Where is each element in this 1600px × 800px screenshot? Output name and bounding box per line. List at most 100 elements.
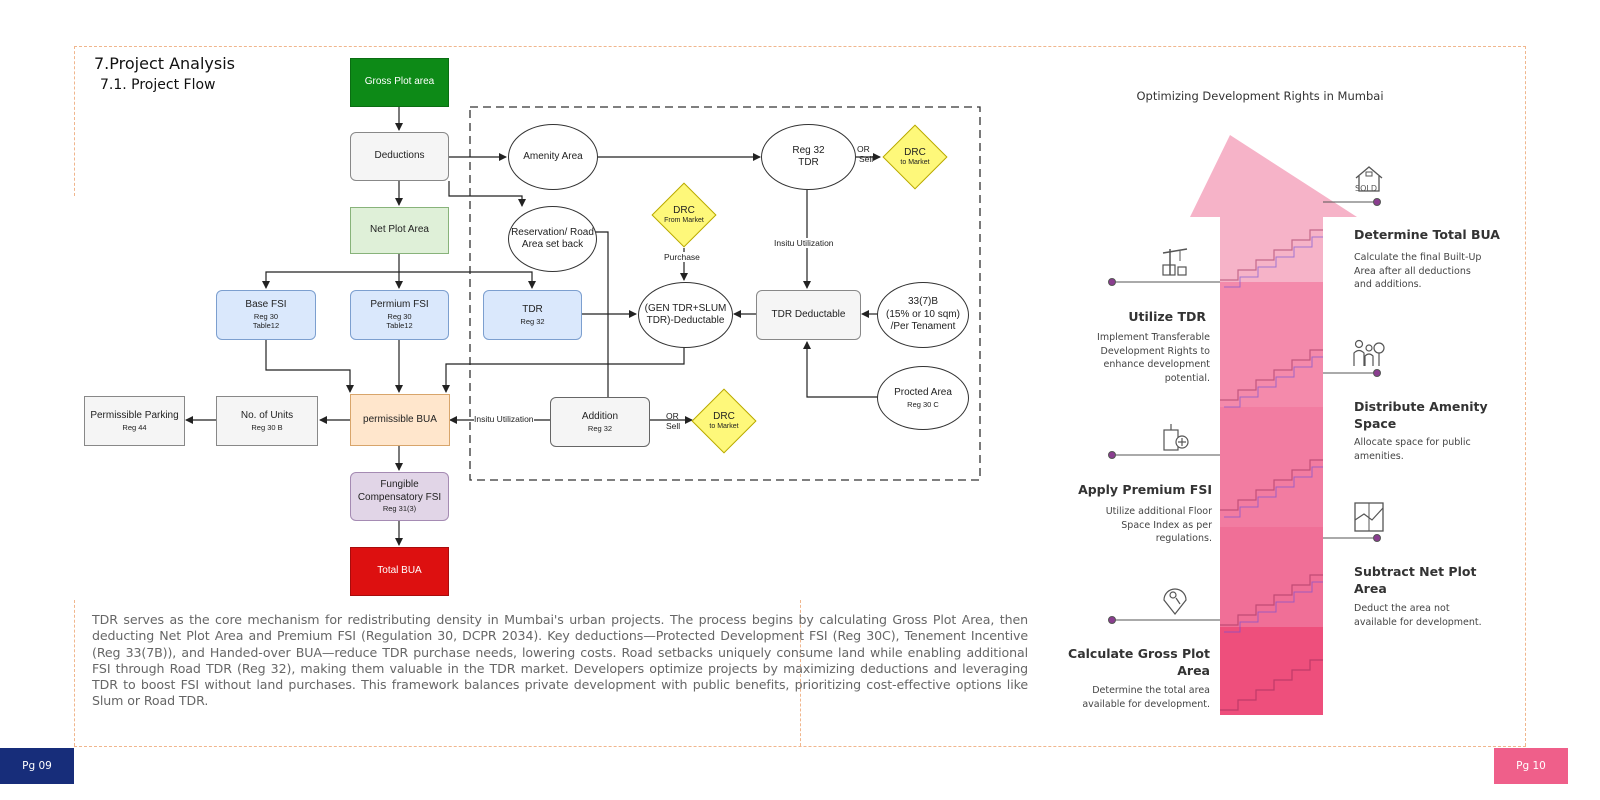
desc-line: potential. [1164, 372, 1210, 384]
tdr-description-paragraph: TDR serves as the core mechanism for red… [92, 612, 1028, 709]
desc-line: regulations. [1155, 533, 1212, 544]
arrow-band-4 [1220, 527, 1323, 627]
node-procted-area: Procted Area Reg 30 C [877, 366, 969, 430]
edge-label-insitu-right: Insitu Utilization [774, 238, 834, 248]
desc-line: and additions. [1354, 279, 1422, 290]
node-fungible-fsi: Fungible Compensatory FSI Reg 31(3) [350, 472, 449, 521]
node-gen-tdr-deductable: (GEN TDR+SLUM TDR)-Deductable [638, 282, 733, 348]
node-no-of-units: No. of Units Reg 30 B [216, 396, 318, 446]
page-border-right [1525, 46, 1526, 746]
step-distribute-amenity-desc: Allocate space for public amenities. [1354, 436, 1471, 463]
node-addition: Addition Reg 32 [550, 397, 650, 447]
node-tdr-title: TDR [522, 304, 543, 316]
node-gross-plot-area-label: Gross Plot area [364, 76, 435, 88]
edge-label-insitu-left: Insitu Utilization [474, 414, 534, 424]
page-border-left [74, 46, 75, 196]
step-determine-total-bua-desc: Calculate the final Built-Up Area after … [1354, 251, 1481, 292]
step-subtract-net-plot-desc: Deduct the area not available for develo… [1354, 602, 1482, 629]
node-permissible-parking: Permissible Parking Reg 44 [84, 396, 185, 446]
node-deductions: Deductions [350, 132, 449, 181]
diamond-text: DRC to Market [882, 124, 948, 190]
drc-from-market-title: DRC [673, 205, 695, 217]
node-no-of-units-reg: Reg 30 B [251, 422, 283, 432]
node-base-fsi-title: Base FSI [245, 299, 287, 311]
staircase-arrow-graphic [1108, 135, 1381, 715]
node-reservation-road: Reservation/ Road Area set back [508, 206, 597, 272]
people-tree-icon [1353, 339, 1385, 366]
desc-line: Development Rights to [1100, 345, 1211, 357]
node-permissible-parking-title: Permissible Parking [90, 410, 179, 422]
step-distribute-amenity-title: Distribute Amenity Space [1354, 398, 1488, 432]
node-drc-to-market-top: DRC to Market [882, 124, 948, 190]
drc-to-market-bottom-sub: to Market [709, 422, 739, 430]
or-label: OR [857, 144, 870, 154]
title-line: Area [1177, 663, 1210, 678]
node-permissible-bua: permissible BUA [350, 394, 450, 446]
arrow-band-3 [1220, 407, 1323, 527]
edge-label-or-sell-top: OR Sell [857, 144, 873, 164]
tdr-group-boundary [469, 106, 981, 481]
desc-line: Space Index as per [1121, 519, 1212, 531]
plot-map-icon [1354, 502, 1384, 532]
node-base-fsi-table: Table12 [252, 321, 280, 331]
building-plus-icon [1163, 424, 1189, 451]
node-premium-fsi: Permium FSI Reg 30 Table12 [350, 290, 449, 340]
node-reservation-line-1: Reservation/ Road [511, 226, 594, 238]
node-base-fsi: Base FSI Reg 30 Table12 [216, 290, 316, 340]
node-tenament-line-3: /Per Tenament [890, 321, 956, 333]
node-total-bua-label: Total BUA [377, 565, 422, 577]
node-addition-reg: Reg 32 [587, 423, 613, 433]
node-reg32-tdr-line-2: TDR [798, 157, 819, 168]
node-fungible-title-2: Compensatory FSI [357, 491, 442, 503]
node-reservation-line-2: Area set back [521, 239, 584, 250]
arrow-band-5 [1220, 627, 1323, 715]
node-tenament: 33(7)B (15% or 10 sqm) /Per Tenament [877, 282, 969, 348]
title-line: Distribute Amenity [1354, 399, 1488, 414]
node-tdr-reg: Reg 32 [520, 316, 545, 326]
edge-label-purchase: Purchase [664, 252, 700, 262]
title-line: Calculate Gross Plot [1068, 646, 1210, 661]
desc-line: Utilize additional Floor [1105, 506, 1212, 517]
node-permissible-bua-label: permissible BUA [363, 413, 437, 425]
node-amenity-area-label: Amenity Area [523, 150, 583, 162]
node-premium-fsi-title: Permium FSI [370, 299, 429, 311]
node-drc-to-market-bottom: DRC to Market [691, 388, 757, 454]
desc-line: Deduct the area not [1354, 603, 1450, 614]
node-reg32-tdr-line-1: Reg 32 [792, 144, 825, 156]
step-calculate-gross-plot-desc: Determine the total area available for d… [1060, 684, 1210, 711]
page-border-top [74, 46, 1526, 47]
node-permissible-parking-reg: Reg 44 [122, 422, 147, 432]
drc-to-market-bottom-title: DRC [713, 411, 735, 423]
node-total-bua: Total BUA [350, 547, 449, 596]
section-subtitle: 7.1. Project Flow [100, 77, 216, 93]
infographic-title: Optimizing Development Rights in Mumbai [1136, 89, 1384, 103]
desc-line: Area after all deductions [1354, 265, 1471, 277]
node-net-plot-area-label: Net Plot Area [370, 224, 429, 236]
desc-line: amenities. [1354, 450, 1404, 462]
drc-to-market-top-title: DRC [904, 147, 926, 159]
page-number-right: Pg 10 [1494, 748, 1568, 784]
node-fungible-reg: Reg 31(3) [382, 504, 417, 514]
node-addition-title: Addition [581, 411, 619, 423]
node-tdr-deductable: TDR Deductable [756, 290, 861, 340]
title-line: Space [1354, 416, 1397, 431]
diamond-text: DRC From Market [651, 182, 717, 248]
desc-line: Determine the total area [1092, 685, 1210, 696]
node-procted-area-reg: Reg 30 C [907, 399, 939, 409]
node-premium-fsi-table: Table12 [386, 321, 413, 331]
drc-from-market-sub: From Market [664, 216, 704, 224]
node-tdr: TDR Reg 32 [483, 290, 582, 340]
page-divider [800, 600, 801, 746]
node-procted-area-title: Procted Area [894, 387, 952, 399]
node-drc-from-market: DRC From Market [651, 182, 717, 248]
step-subtract-net-plot-title: Subtract Net Plot Area [1354, 563, 1476, 597]
desc-line: Allocate space for public [1354, 437, 1471, 448]
node-net-plot-area: Net Plot Area [350, 207, 449, 254]
node-tenament-line-2: (15% or 10 sqm) [886, 308, 960, 320]
node-no-of-units-title: No. of Units [240, 410, 294, 422]
step-calculate-gross-plot-title: Calculate Gross Plot Area [1060, 645, 1210, 679]
node-gen-tdr-line-1: (GEN TDR+SLUM [644, 302, 727, 314]
desc-line: Calculate the final Built-Up [1354, 252, 1482, 263]
page-border-left-lower [74, 600, 75, 746]
node-reg32-tdr: Reg 32 TDR [761, 124, 856, 190]
